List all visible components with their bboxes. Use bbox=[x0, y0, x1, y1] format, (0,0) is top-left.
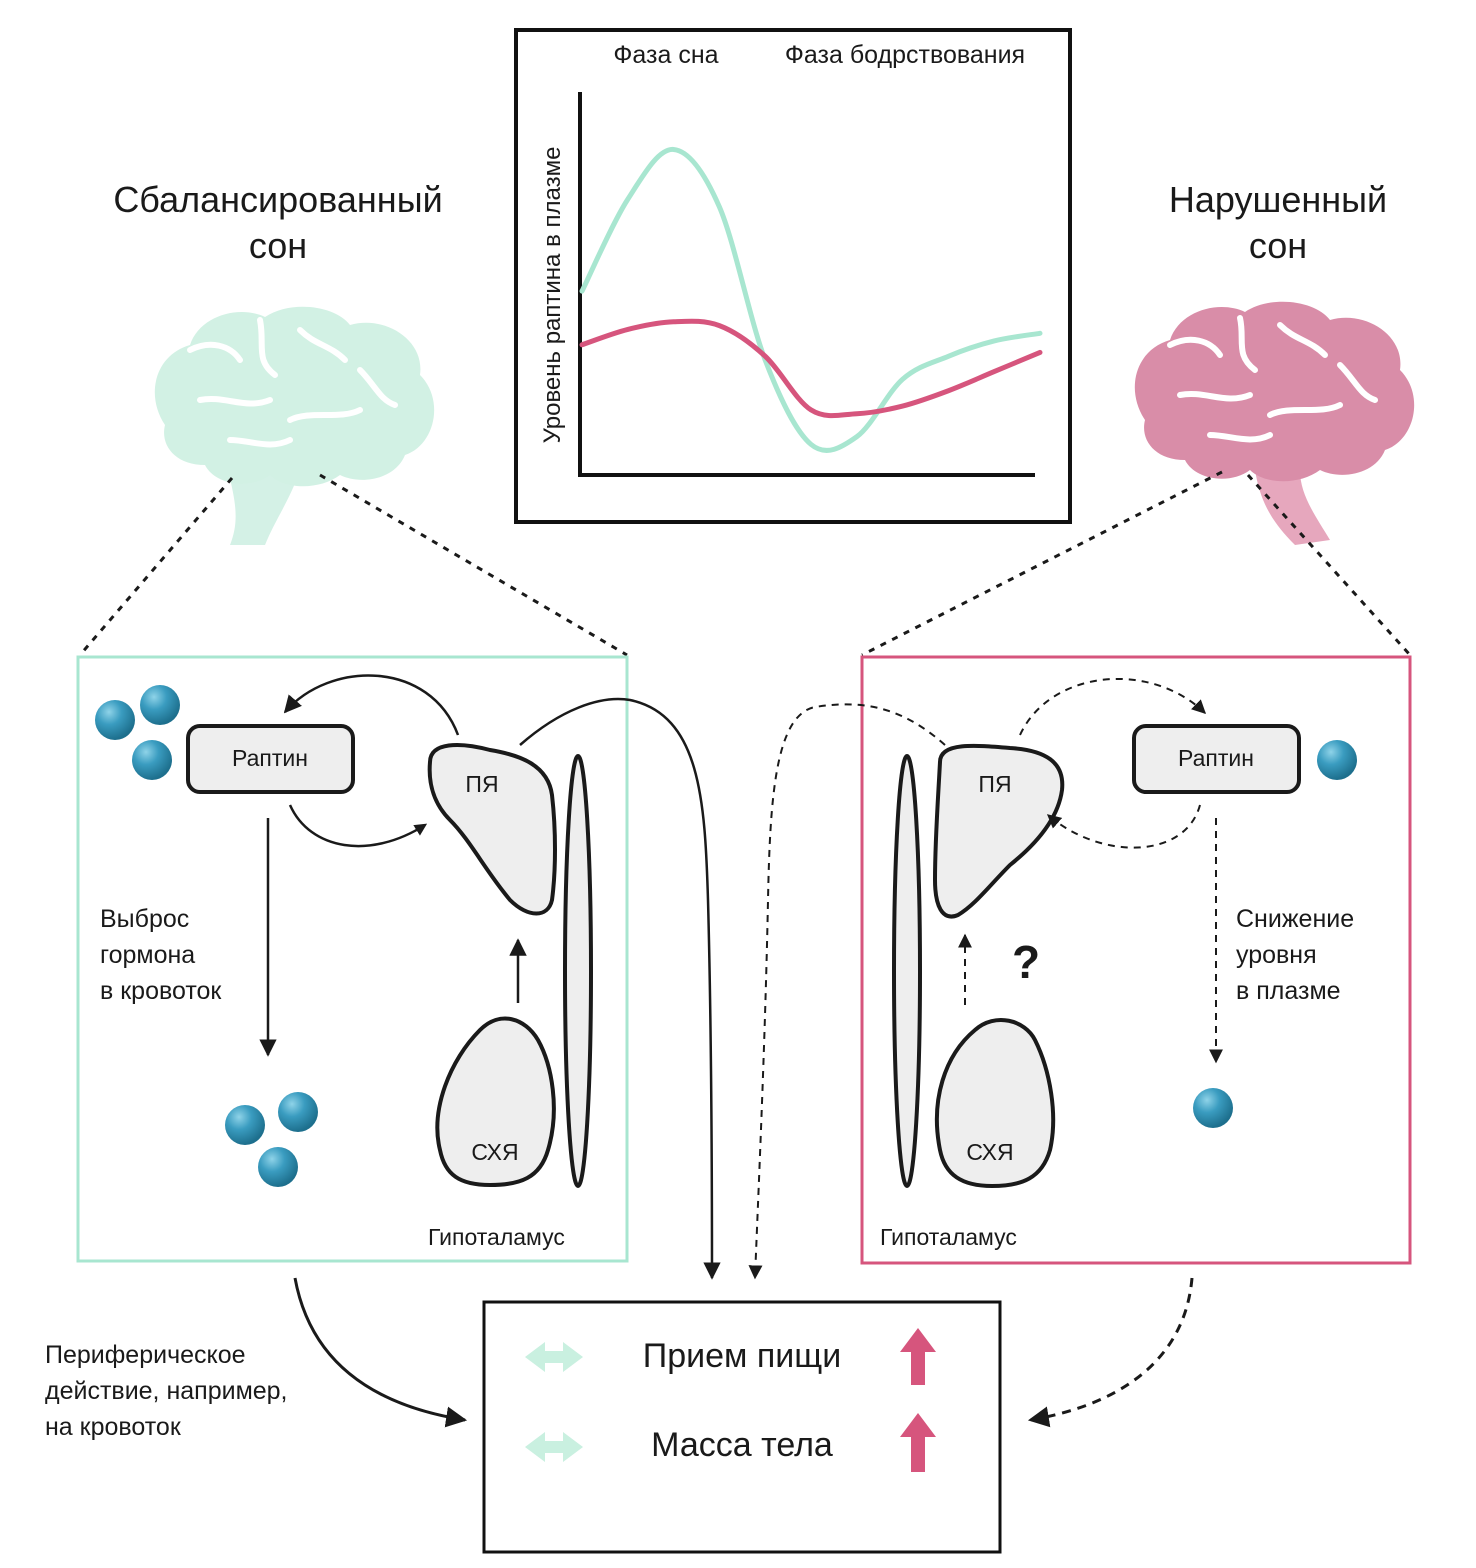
disrupted-brain-icon bbox=[1134, 301, 1415, 545]
peripheral-text-line2: действие, например, bbox=[45, 1377, 288, 1405]
disrupted-to-outcome-arrow bbox=[1027, 1277, 1194, 1428]
shya-label-left: СХЯ bbox=[471, 1139, 518, 1165]
left-title-line2: сон bbox=[249, 225, 307, 266]
pya-label-right: ПЯ bbox=[978, 771, 1011, 797]
body-mass-label: Масса тела bbox=[651, 1426, 833, 1464]
chart-y-axis-label: Уровень раптина в плазме bbox=[539, 147, 566, 444]
decrease-text-line3: в плазме bbox=[1236, 977, 1341, 1005]
pya-to-outcome-arrow-left bbox=[519, 697, 721, 1280]
release-text-line1: Выброс bbox=[100, 905, 189, 933]
pya-shape-right bbox=[932, 743, 1065, 919]
third-ventricle-right bbox=[892, 754, 922, 1188]
question-mark: ? bbox=[1012, 936, 1040, 988]
pya-label-left: ПЯ bbox=[465, 771, 498, 797]
hypothalamus-label-left: Гипоталамус bbox=[428, 1224, 565, 1250]
blood-spheres-bottom-left bbox=[225, 1092, 318, 1187]
chart-frame bbox=[514, 28, 1072, 524]
balanced-brain-icon bbox=[154, 306, 435, 545]
release-text-line2: гормона bbox=[100, 941, 195, 969]
blood-sphere-right-top bbox=[1317, 740, 1357, 780]
chart-series-line-0 bbox=[579, 146, 1043, 453]
food-intake-label: Прием пищи bbox=[643, 1337, 841, 1375]
hypothalamus-label-right: Гипоталамус bbox=[880, 1224, 1017, 1250]
double-arrow-icon-food bbox=[525, 1342, 583, 1372]
up-arrow-icon-food bbox=[900, 1328, 936, 1385]
decrease-text-line2: уровня bbox=[1236, 941, 1317, 969]
peripheral-text-line3: на кровоток bbox=[45, 1413, 182, 1441]
raptin-box-right bbox=[1132, 724, 1301, 794]
raptin-box-left bbox=[186, 724, 355, 794]
feedback-arrow-right bbox=[1019, 677, 1207, 736]
shya-label-right: СХЯ bbox=[966, 1139, 1013, 1165]
shya-shape-right bbox=[935, 1018, 1056, 1189]
chart-phase-wake: Фаза бодрствования bbox=[785, 41, 1025, 69]
shya-shape-left bbox=[435, 1016, 556, 1188]
raptin-label-left: Раптин bbox=[232, 745, 308, 771]
pya-shape-left bbox=[427, 743, 557, 916]
left-title-line1: Сбалансированный bbox=[113, 179, 442, 220]
pya-to-outcome-arrow-right bbox=[748, 703, 946, 1280]
raptin-to-pya-arrow bbox=[288, 804, 428, 848]
blood-sphere-right-bottom bbox=[1193, 1088, 1233, 1128]
right-title-line1: Нарушенный bbox=[1169, 179, 1387, 220]
raptin-label-right: Раптин bbox=[1178, 745, 1254, 771]
right-title-line2: сон bbox=[1249, 225, 1307, 266]
up-arrow-icon-mass bbox=[900, 1413, 936, 1472]
chart-phase-sleep: Фаза сна bbox=[613, 41, 718, 69]
feedback-arrow-left bbox=[283, 674, 460, 736]
raptin-to-pya-arrow-right bbox=[1046, 804, 1201, 849]
release-text-line3: в кровоток bbox=[100, 977, 222, 1005]
peripheral-arrow bbox=[293, 1277, 468, 1428]
double-arrow-icon-mass bbox=[525, 1432, 583, 1462]
decrease-text-line1: Снижение bbox=[1236, 905, 1354, 933]
peripheral-text-line1: Периферическое bbox=[45, 1341, 246, 1369]
third-ventricle-left bbox=[563, 754, 593, 1188]
zoom-lines bbox=[78, 470, 1412, 657]
chart-plot-area bbox=[578, 92, 1043, 477]
blood-spheres-top-left bbox=[95, 685, 180, 780]
chart-series-line-1 bbox=[579, 318, 1043, 419]
